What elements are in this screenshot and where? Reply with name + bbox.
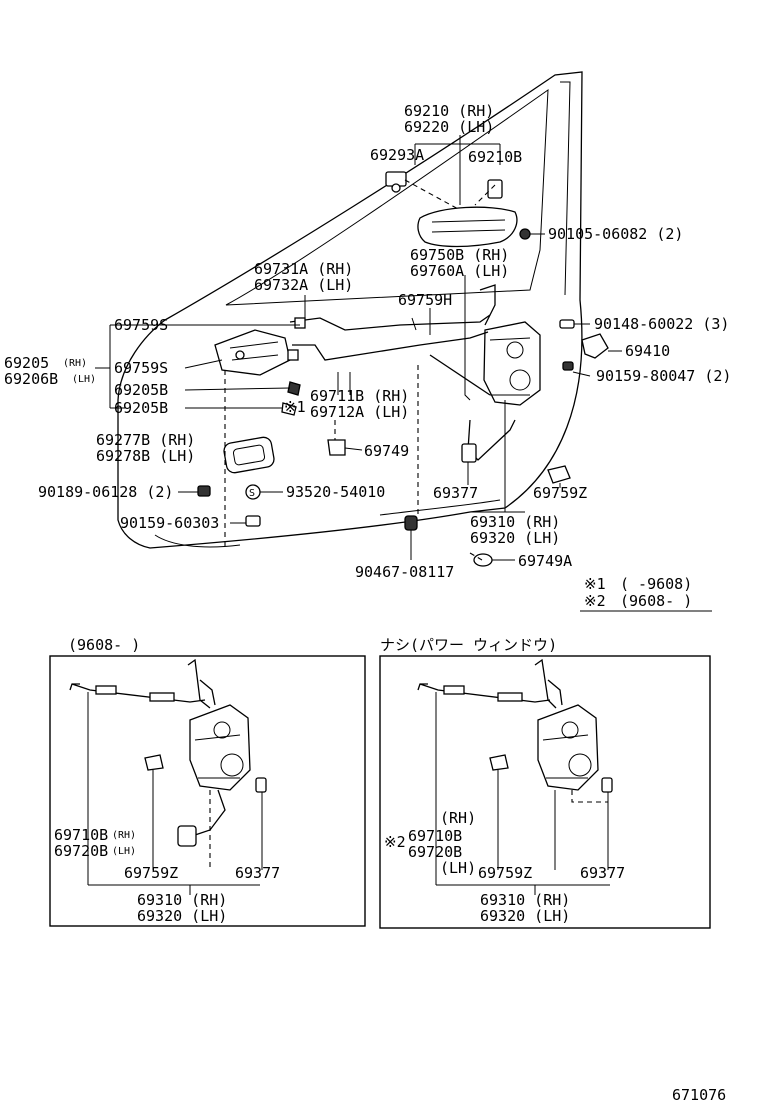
inside-handle xyxy=(214,329,291,376)
legend-note1-text: ( -9608) xyxy=(620,575,692,593)
bolt-90159-80047 xyxy=(562,361,574,371)
label-69760A: 69760A (LH) xyxy=(410,262,509,280)
bezel-69277B xyxy=(223,436,275,474)
inset-left-header: (9608- ) xyxy=(68,636,140,654)
outside-handle xyxy=(417,206,518,248)
label-69205B-1: 69205B xyxy=(114,381,168,399)
label-69210: 69210 (RH) xyxy=(404,102,494,120)
label-note1-mark: ※1 xyxy=(284,398,306,416)
label-69759S-1: 69759S xyxy=(114,316,168,334)
label-90148: 90148-60022 (3) xyxy=(594,315,729,333)
inset-left-label-69320: 69320 (LH) xyxy=(137,907,227,925)
door-outline xyxy=(117,71,583,549)
label-69377: 69377 xyxy=(433,484,478,502)
label-90189: 90189-06128 (2) xyxy=(38,483,173,501)
label-69310: 69310 (RH) xyxy=(470,513,560,531)
door-lock-assembly xyxy=(483,321,541,406)
inset-right-label-69720B: 69720B xyxy=(408,843,462,861)
label-69712A: 69712A (LH) xyxy=(310,403,409,421)
label-69277B: 69277B (RH) xyxy=(96,431,195,449)
label-69749A: 69749A xyxy=(518,552,572,570)
screw-90105 xyxy=(519,228,531,240)
leader-lines xyxy=(95,135,622,561)
inset-left-label-lh: (LH) xyxy=(112,846,136,857)
label-69205: 69205 xyxy=(4,354,49,372)
inset-left-label-69720B: 69720B xyxy=(54,842,108,860)
label-69711B: 69711B (RH) xyxy=(310,387,409,405)
label-69759Z: 69759Z xyxy=(533,484,587,502)
screw-90189 xyxy=(197,485,211,497)
main-labels: 69210 (RH) 69220 (LH) 69293A 69210B 9010… xyxy=(4,102,731,581)
lock-rod-69759H xyxy=(479,284,496,326)
label-90159-60303: 90159-60303 xyxy=(120,514,219,532)
label-69206B: 69206B xyxy=(4,370,58,388)
grommet-90467 xyxy=(404,515,418,531)
bolt-90148 xyxy=(559,319,575,329)
label-69210B: 69210B xyxy=(468,148,522,166)
label-90159-80047: 90159-80047 (2) xyxy=(596,367,731,385)
label-69759H: 69759H xyxy=(398,291,452,309)
inset-right-label-rh: (RH) xyxy=(440,809,476,827)
clip-69759Z xyxy=(547,465,571,484)
inset-right-header: ナシ(パワー ウィンドウ) xyxy=(380,636,557,654)
label-69293A: 69293A xyxy=(370,146,424,164)
label-69750B: 69750B (RH) xyxy=(410,246,509,264)
label-69206B-lh: (LH) xyxy=(72,374,96,385)
inset-right: ナシ(パワー ウィンドウ) (RH) ※2 69710B 69720B (LH)… xyxy=(379,636,711,929)
inset-left-label-rh: (RH) xyxy=(112,830,136,841)
label-69205B-2: 69205B xyxy=(114,399,168,417)
label-69731A: 69731A (RH) xyxy=(254,260,353,278)
inset-right-label-69759Z: 69759Z xyxy=(478,864,532,882)
label-69220: 69220 (LH) xyxy=(404,118,494,136)
inset-right-label-69320: 69320 (LH) xyxy=(480,907,570,925)
label-69410: 69410 xyxy=(625,342,670,360)
screw-90159-60303 xyxy=(245,515,261,527)
control-rods xyxy=(289,314,491,396)
label-s-mark: S xyxy=(249,488,255,499)
handle-bracket-69293A xyxy=(385,171,407,193)
connector-69377 xyxy=(461,419,516,463)
label-69759S-2: 69759S xyxy=(114,359,168,377)
inset-right-label-69310: 69310 (RH) xyxy=(480,891,570,909)
clip-69749 xyxy=(327,439,346,456)
inset-left-label-69759Z: 69759Z xyxy=(124,864,178,882)
inset-right-note2-mark: ※2 xyxy=(384,833,406,851)
striker-69410 xyxy=(581,333,609,359)
inset-left-label-69377: 69377 xyxy=(235,864,280,882)
clip-69749A xyxy=(473,553,493,567)
inset-left: (9608- ) 69710B (RH) 69720B (LH) 69759Z xyxy=(49,636,366,927)
label-69320: 69320 (LH) xyxy=(470,529,560,547)
inset-right-label-69377: 69377 xyxy=(580,864,625,882)
rod-clip-69759S xyxy=(287,317,306,361)
label-69749: 69749 xyxy=(364,442,409,460)
page-number: 671076 xyxy=(672,1086,726,1104)
label-93520: 93520-54010 xyxy=(286,483,385,501)
inset-left-label-69710B: 69710B xyxy=(54,826,108,844)
legend-note1-mark: ※1 xyxy=(584,575,606,593)
inset-left-label-69310: 69310 (RH) xyxy=(137,891,227,909)
label-90467: 90467-08117 xyxy=(355,563,454,581)
inset-right-label-lh: (LH) xyxy=(440,859,476,877)
label-90105: 90105-06082 (2) xyxy=(548,225,683,243)
inset-right-label-69710B: 69710B xyxy=(408,827,462,845)
handle-bracket-69210B xyxy=(487,179,503,199)
label-69205-rh: (RH) xyxy=(63,358,87,369)
clip-69205B xyxy=(281,381,301,416)
label-69278B: 69278B (LH) xyxy=(96,447,195,465)
legend-note2-mark: ※2 xyxy=(584,592,606,610)
legend-note2-text: (9608- ) xyxy=(620,592,692,610)
legend: ※1 ( -9608) ※2 (9608- ) xyxy=(580,575,712,612)
label-69732A: 69732A (LH) xyxy=(254,276,353,294)
